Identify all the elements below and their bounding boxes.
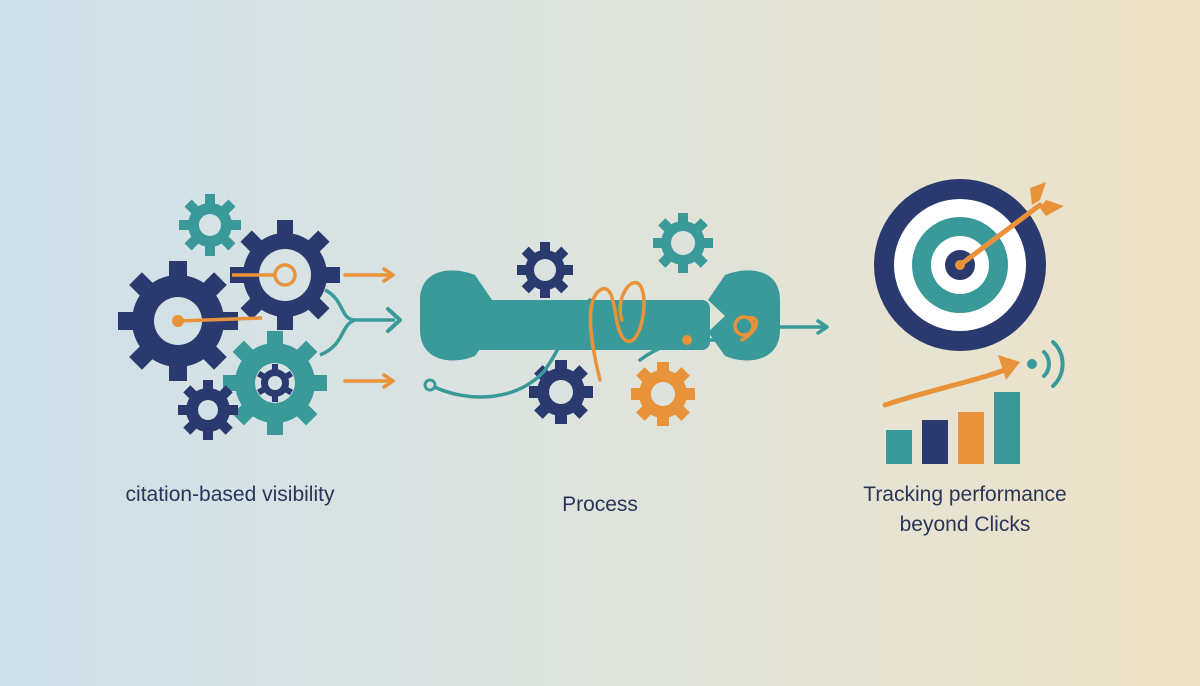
gear-icon xyxy=(529,360,593,424)
growth-arrow-icon xyxy=(882,355,1020,408)
chart-bar xyxy=(886,430,912,464)
arrow-icon xyxy=(343,267,395,283)
gear-icon xyxy=(179,194,241,256)
gear-icon xyxy=(223,331,327,435)
stage-caption-right: Tracking performance beyond Clicks xyxy=(830,480,1100,540)
caption-line: Tracking performance xyxy=(863,483,1067,506)
connector-lines xyxy=(177,273,274,323)
gear-icon xyxy=(230,220,340,330)
stage-caption-left: citation-based visibility xyxy=(125,483,335,506)
gear-icon xyxy=(631,362,695,426)
gear-icon xyxy=(178,380,238,440)
wire-ring xyxy=(733,315,755,337)
arrow-dart-icon xyxy=(955,182,1064,270)
wire-lines xyxy=(428,281,758,399)
arrow-icon xyxy=(343,373,395,389)
chart-bar xyxy=(994,392,1020,464)
bar-chart-icon xyxy=(886,392,1020,464)
gear-icon xyxy=(517,242,573,298)
stage-caption-middle: Process xyxy=(562,493,638,516)
signal-icon xyxy=(1027,340,1065,388)
connector-ring xyxy=(273,263,297,287)
caption-line: beyond Clicks xyxy=(899,513,1031,536)
gear-icon xyxy=(653,213,713,273)
flow-curve xyxy=(319,288,395,357)
chart-bar xyxy=(922,420,948,464)
chart-bar xyxy=(958,412,984,464)
arrow-icon xyxy=(770,319,829,335)
arrow-icon xyxy=(386,307,402,333)
connector-dot xyxy=(172,315,184,327)
wire-endpoint xyxy=(682,335,692,345)
wrench-icon xyxy=(420,270,780,361)
wire-endpoint xyxy=(423,378,437,392)
gear-cluster xyxy=(118,194,395,440)
